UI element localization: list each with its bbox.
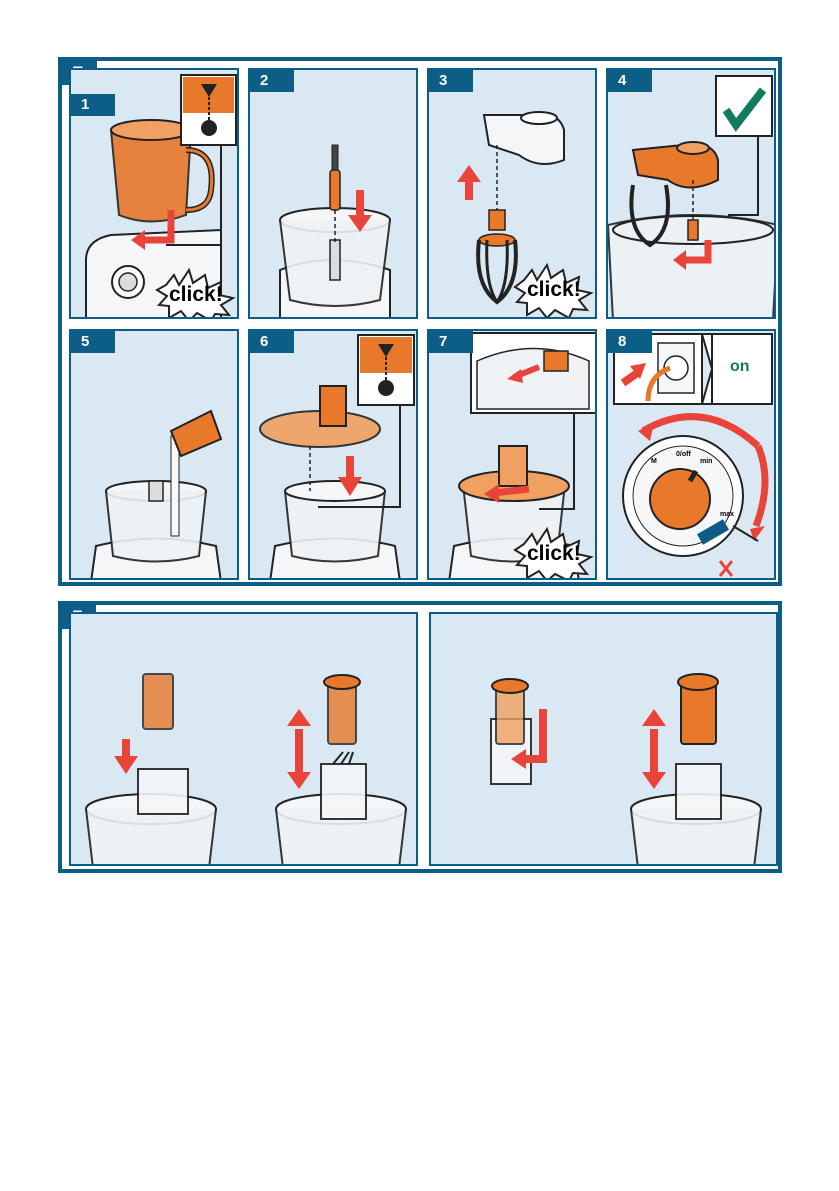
step-2-panel: 2 [248, 68, 418, 319]
feed-tube-right-illustration [490, 673, 762, 864]
step-1-click-label: click! [169, 283, 223, 306]
step-7-panel: 7 click! [427, 329, 597, 580]
step-1-illustration [85, 74, 237, 317]
step-6-number: 6 [250, 331, 294, 353]
step-1-number: 1 [71, 94, 115, 116]
step-2-illustration [279, 144, 391, 317]
feed-tube-left-illustration [85, 673, 407, 864]
dial-off-label: 0/off [676, 451, 691, 458]
step-7-click-label: click! [527, 542, 581, 565]
step-8-on-label: on [730, 358, 750, 375]
step-4-number: 4 [608, 70, 652, 92]
step-6-illustration [259, 334, 415, 578]
feed-tube-panel-right [429, 612, 778, 866]
step-4-illustration [608, 75, 774, 317]
step-5-number: 5 [71, 331, 115, 353]
step-3-panel: 3 click! [427, 68, 597, 319]
step-3-click-label: click! [527, 278, 581, 301]
step-8-illustration: M 0/off min max Pulse [613, 333, 773, 577]
step-4-panel: 4 [606, 68, 776, 319]
step-3-illustration [457, 111, 594, 317]
step-5-illustration [90, 409, 223, 578]
step-6-panel: 6 [248, 329, 418, 580]
dial-low-label: min [700, 458, 712, 465]
section-f: F [58, 601, 782, 873]
step-8-panel: 8 M 0/off min max Pulse [606, 329, 776, 580]
dial-max-label: max [720, 511, 734, 518]
step-3-number: 3 [429, 70, 473, 92]
dial-min-label: M [651, 458, 657, 465]
section-e: E 1 click! 2 [58, 57, 782, 586]
step-5-panel: 5 [69, 329, 239, 580]
step-1-panel: 1 click! [69, 68, 239, 319]
step-8-number: 8 [608, 331, 652, 353]
step-7-number: 7 [429, 331, 473, 353]
step-7-illustration [448, 332, 595, 578]
feed-tube-panel-left [69, 612, 418, 866]
step-2-number: 2 [250, 70, 294, 92]
